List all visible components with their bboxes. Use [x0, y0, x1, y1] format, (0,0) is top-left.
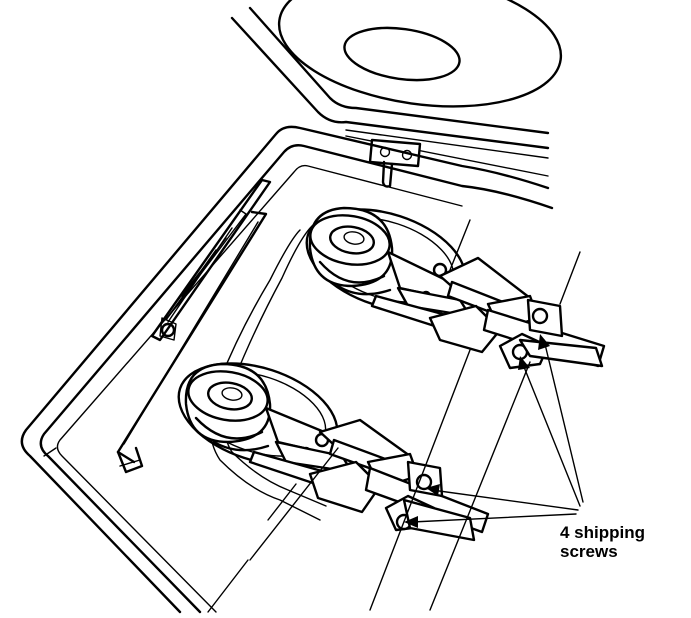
- shipping-screws-callout: 4 shipping screws: [560, 523, 645, 561]
- side-panel: [150, 178, 272, 342]
- lower-platter: [177, 362, 339, 466]
- callout-line-2: screws: [560, 542, 618, 561]
- lid: [230, 0, 563, 177]
- rails: [207, 219, 581, 613]
- callout-arrows: [404, 334, 584, 528]
- lid-pad: [343, 26, 461, 82]
- upper-clamp: [428, 256, 606, 370]
- upper-platter: [305, 206, 467, 312]
- callout-line-1: 4 shipping: [560, 523, 645, 542]
- lower-clamp: [308, 418, 490, 542]
